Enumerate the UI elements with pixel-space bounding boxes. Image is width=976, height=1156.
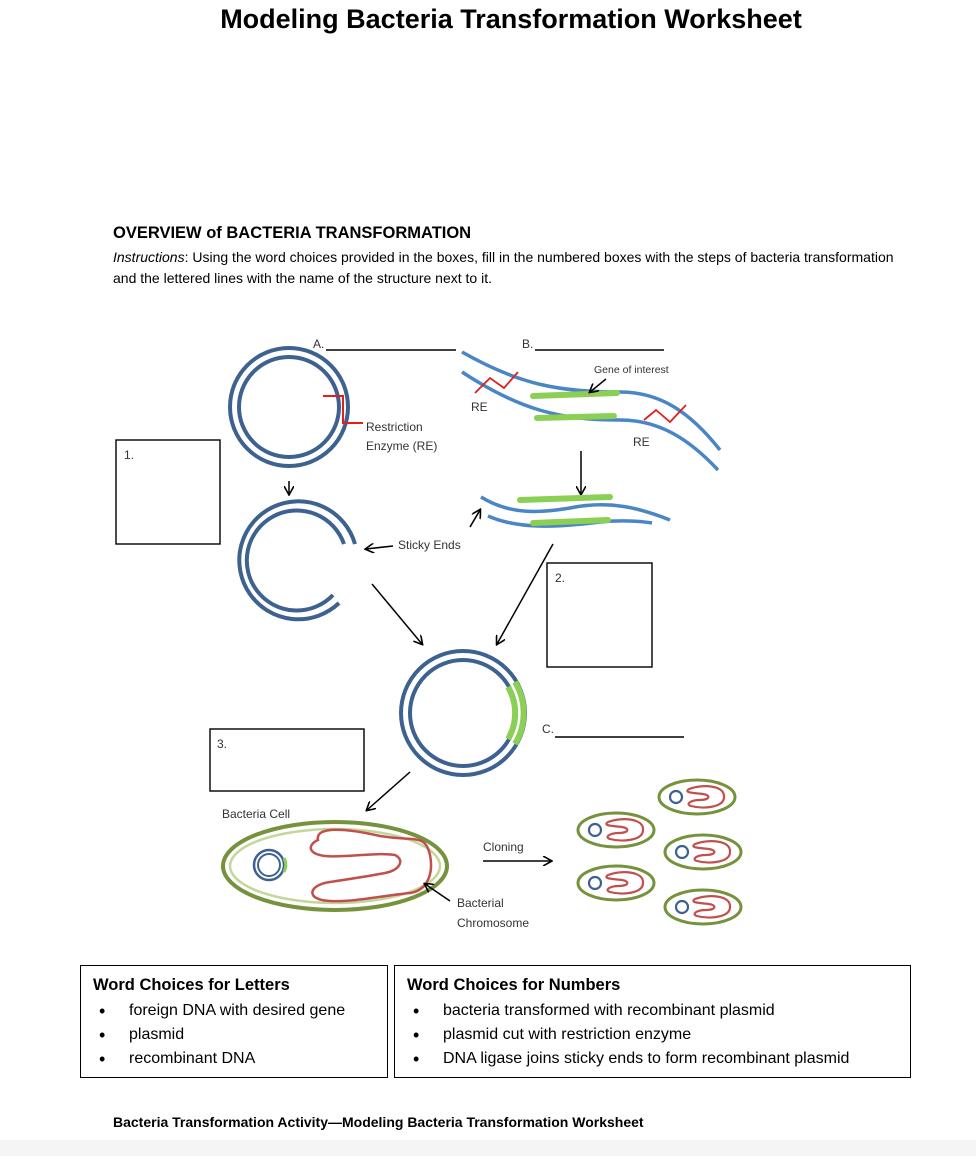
word-choices-letters-title: Word Choices for Letters xyxy=(93,976,290,994)
page-footer: Bacteria Transformation Activity—Modelin… xyxy=(113,1114,644,1130)
answer-box-2[interactable] xyxy=(546,562,653,668)
cloned-bacterium xyxy=(576,864,656,902)
list-item: bacteria transformed with recombinant pl… xyxy=(409,999,910,1023)
restriction-enzyme-label-line2: Enzyme (RE) xyxy=(366,439,437,453)
arrow-to-bacteria xyxy=(367,771,411,810)
arrow-sticky-ends-plasmid xyxy=(366,546,394,549)
box-1-label: 1. xyxy=(124,448,134,462)
word-choices-numbers-list: bacteria transformed with recombinant pl… xyxy=(395,999,910,1071)
page-title: Modeling Bacteria Transformation Workshe… xyxy=(220,4,802,34)
list-item: plasmid xyxy=(95,1023,387,1047)
arrow-to-recombinant-left xyxy=(371,583,422,644)
list-item: foreign DNA with desired gene xyxy=(95,999,387,1023)
word-choices-numbers-box: Word Choices for Numbers bacteria transf… xyxy=(394,965,911,1078)
overview-heading: OVERVIEW of BACTERIA TRANSFORMATION xyxy=(113,224,472,242)
word-choices-letters-list: foreign DNA with desired gene plasmid re… xyxy=(81,999,387,1071)
page-bottom-strip xyxy=(0,1140,976,1156)
cloned-bacteria xyxy=(576,778,743,926)
arrow-to-recombinant-right xyxy=(497,543,554,644)
line-a-label: A. xyxy=(313,337,324,351)
transformation-diagram: Restriction Enzyme (RE) A. B. RE RE Gene… xyxy=(115,337,743,930)
list-item: recombinant DNA xyxy=(95,1047,387,1071)
gene-of-interest-label: Gene of interest xyxy=(594,364,669,376)
cloned-bacterium xyxy=(657,778,737,816)
bacterial-chromosome xyxy=(309,828,433,903)
recombinant-plasmid xyxy=(399,649,527,777)
bacterial-chromosome-label-line2: Chromosome xyxy=(457,916,529,930)
cloned-bacterium xyxy=(663,833,743,871)
re-cut-right xyxy=(643,404,687,424)
bacteria-cell-label: Bacteria Cell xyxy=(222,807,290,821)
list-item: plasmid cut with restriction enzyme xyxy=(409,1023,910,1047)
cloned-bacterium xyxy=(576,811,656,849)
gene-pointer-arrow xyxy=(590,378,607,392)
instructions: Instructions: Using the word choices pro… xyxy=(113,247,903,289)
cut-plasmid xyxy=(237,499,357,622)
arrow-chromosome xyxy=(425,884,451,902)
instructions-text: : Using the word choices provided in the… xyxy=(113,249,894,286)
re-cut-left xyxy=(474,371,519,394)
foreign-dna xyxy=(461,350,722,472)
box-3-label: 3. xyxy=(217,737,227,751)
box-2-label: 2. xyxy=(555,571,565,585)
cloned-bacterium xyxy=(663,888,743,926)
restriction-site-marker xyxy=(323,395,363,424)
answer-box-1[interactable] xyxy=(115,439,221,545)
word-choices-numbers-title: Word Choices for Numbers xyxy=(407,976,621,994)
line-c-label: C. xyxy=(542,722,554,736)
arrow-sticky-ends-fragment xyxy=(469,510,480,528)
bacteria-cell xyxy=(221,820,449,912)
restriction-enzyme-label-line1: Restriction xyxy=(366,420,423,434)
answer-box-3[interactable] xyxy=(209,728,365,792)
line-b-label: B. xyxy=(522,337,533,351)
dna-fragment xyxy=(480,494,671,528)
plasmid xyxy=(228,346,350,468)
list-item: DNA ligase joins sticky ends to form rec… xyxy=(409,1047,910,1071)
cloning-label: Cloning xyxy=(483,840,524,854)
instructions-label: Instructions xyxy=(113,249,185,265)
sticky-ends-label: Sticky Ends xyxy=(398,538,461,552)
word-choices-letters-box: Word Choices for Letters foreign DNA wit… xyxy=(80,965,388,1078)
re-label-right: RE xyxy=(633,435,650,449)
bacterial-chromosome-label-line1: Bacterial xyxy=(457,896,504,910)
re-label-left: RE xyxy=(471,400,488,414)
